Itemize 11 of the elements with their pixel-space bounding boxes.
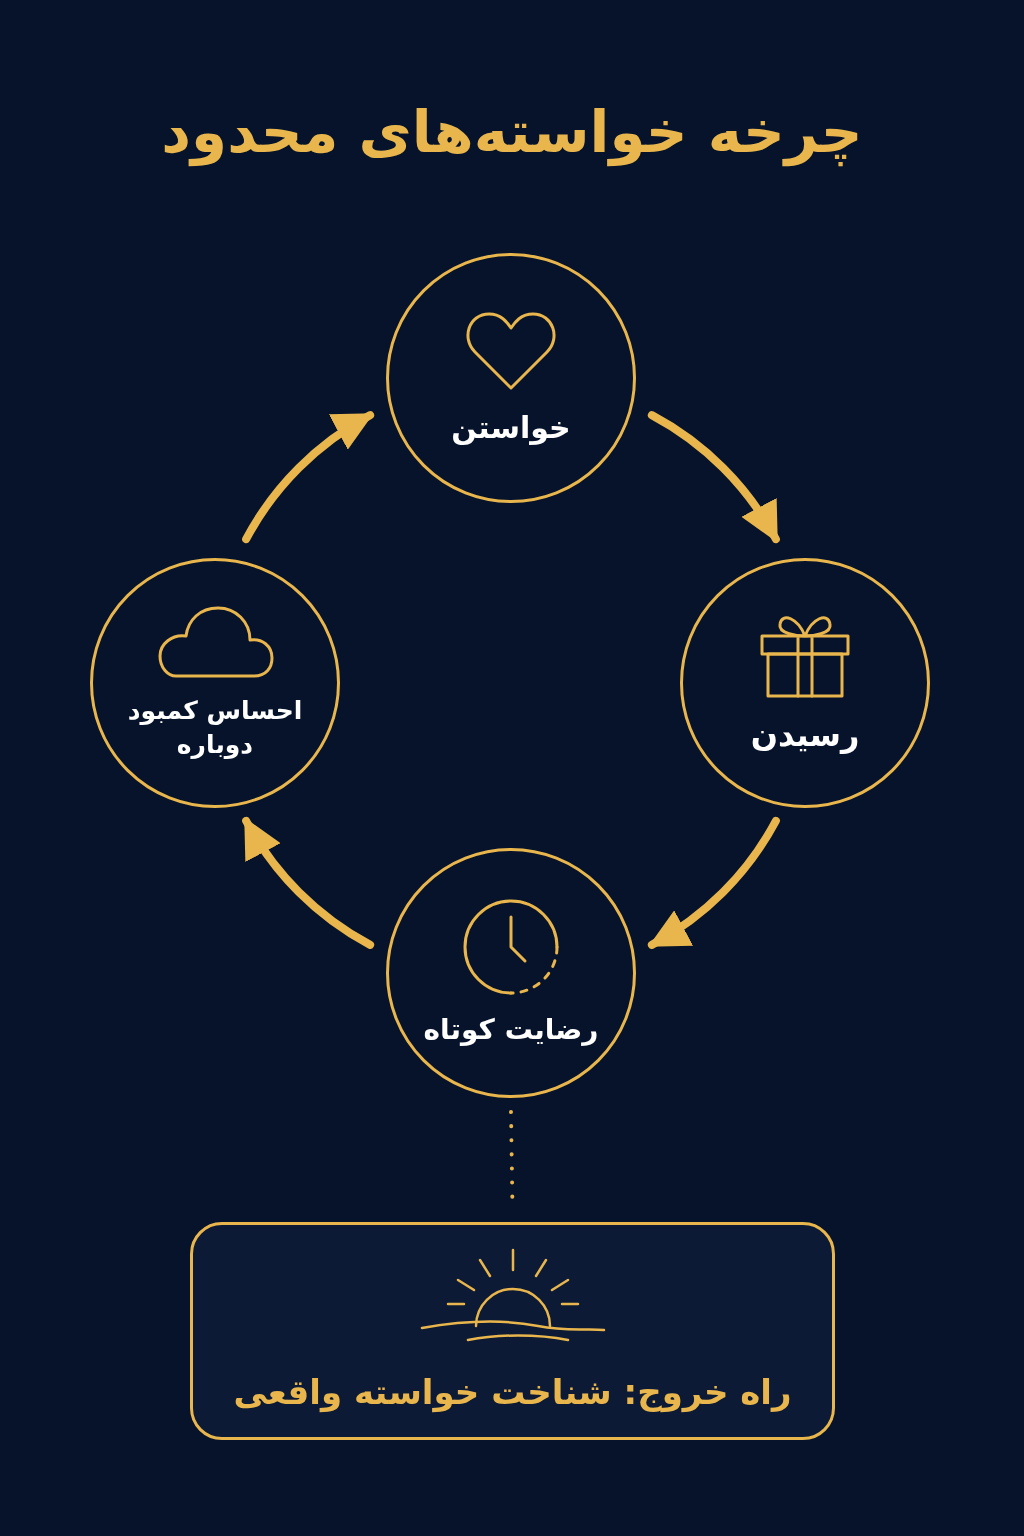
- curved-arrow: [242, 411, 375, 544]
- node-label: رضایت کوتاه: [423, 1012, 599, 1049]
- curved-arrow: [647, 411, 780, 544]
- node-label: رسیدن: [750, 715, 860, 757]
- node-label: راه خروج: شناخت خواسته واقعی: [233, 1371, 792, 1415]
- node-label: خواستن: [451, 408, 571, 447]
- title: چرخه خواسته‌های محدود: [160, 97, 864, 169]
- curved-arrow: [647, 816, 780, 949]
- node-label: احساس کمبود دوباره: [126, 695, 304, 761]
- curved-arrow: [242, 816, 375, 949]
- exit-box: [190, 1222, 835, 1440]
